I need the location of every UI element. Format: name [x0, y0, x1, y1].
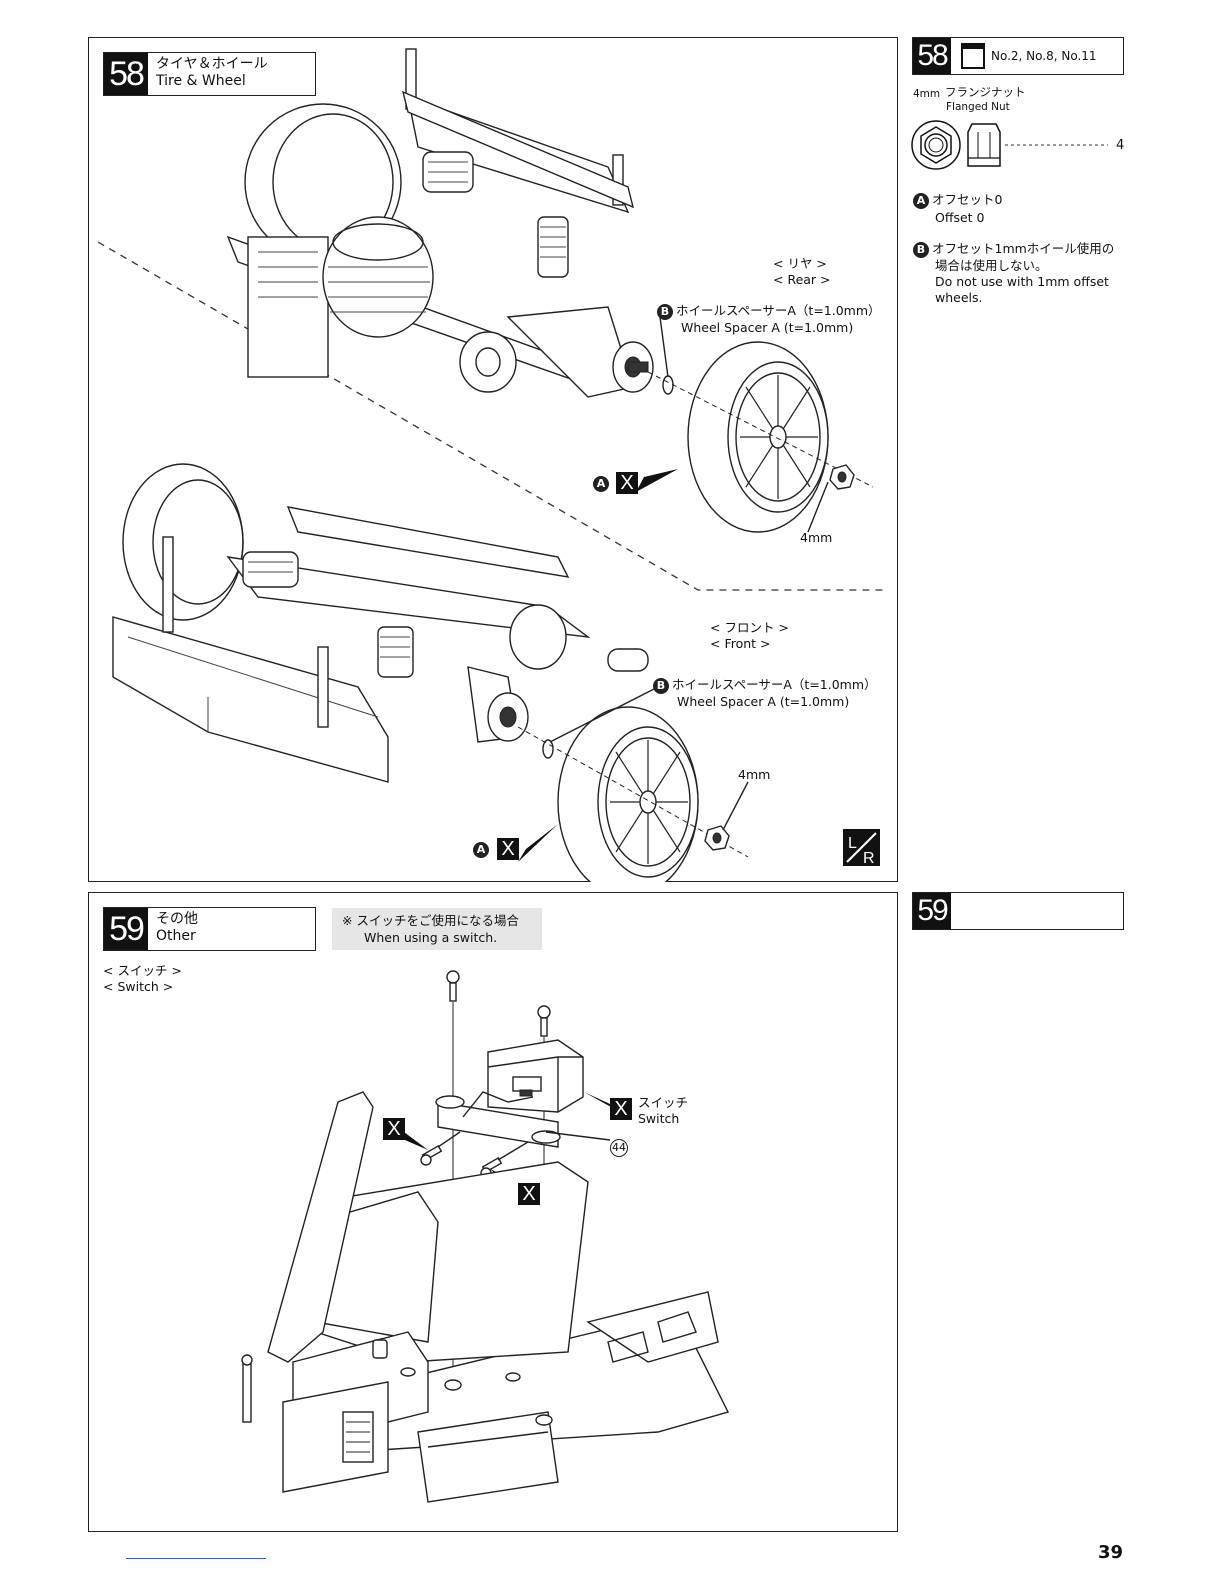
step59-number: 59 [104, 908, 148, 950]
flanged-nut-icon [911, 120, 1108, 170]
rear-spacer-en: Wheel Spacer A (t=1.0mm) [681, 320, 854, 335]
part-name-jp: フランジナット [945, 85, 1026, 99]
marker-b-icon: B [657, 303, 673, 320]
front-label-jp: < フロント > [710, 620, 789, 635]
switch-note-en: When using a switch. [364, 930, 498, 945]
step59-title-en: Other [156, 928, 196, 944]
parts58-header: 58 No.2, No.8, No.11 [912, 37, 1124, 75]
rear-label-jp: < リヤ > [773, 256, 827, 271]
switch-note-jp: ※ スイッチをご使用になる場合 [342, 913, 519, 928]
switch-section-jp: < スイッチ > [103, 963, 182, 978]
switch-label-jp: スイッチ [638, 1095, 689, 1110]
note-a-icon: A [913, 192, 929, 209]
front-spacer-en: Wheel Spacer A (t=1.0mm) [677, 694, 850, 709]
part-quantity: 4 [1116, 138, 1125, 153]
front-nut-size: 4mm [738, 767, 771, 782]
step59-header: 59 その他 Other [103, 907, 316, 951]
note-b-icon: B [913, 241, 929, 258]
step58-number: 58 [104, 53, 148, 95]
svg-text:R: R [863, 850, 875, 866]
switch-x-icon: X [610, 1098, 632, 1120]
step59-title-jp: その他 [156, 911, 198, 927]
note-b-en2: wheels. [935, 290, 983, 305]
step58-title-en: Tire & Wheel [156, 73, 246, 89]
parts58-bag-label: No.2, No.8, No.11 [991, 49, 1097, 63]
rear-marker-a-icon: A [593, 476, 609, 492]
footer-link-rule [126, 1558, 266, 1559]
step59-x-icon-2: X [518, 1183, 540, 1205]
rear-spacer-jp: ホイールスペーサーA（t=1.0mm） [676, 303, 881, 318]
part-ref-circle: 44 [610, 1139, 628, 1157]
left-right-icon: L R [843, 829, 880, 866]
rear-x-icon: X [616, 472, 638, 494]
part-size: 4mm [913, 88, 941, 100]
step58-header: 58 タイヤ＆ホイール Tire & Wheel [103, 52, 316, 96]
note-b-jp2: 場合は使用しない。 [935, 258, 1048, 273]
step58-illustration [97, 48, 888, 882]
part-name-en: Flanged Nut [946, 101, 1010, 113]
note-b-jp1: オフセット1mmホイール使用の [932, 241, 1115, 256]
page-number: 39 [1098, 1542, 1124, 1563]
switch-label-en: Switch [638, 1111, 680, 1126]
parts-bag-icon [961, 43, 985, 69]
parts59-number: 59 [913, 893, 951, 929]
step59-illustration [241, 970, 730, 1503]
svg-text:L: L [848, 835, 857, 852]
front-marker-a-icon: A [473, 842, 489, 858]
front-spacer-jp: ホイールスペーサーA（t=1.0mm） [672, 677, 877, 692]
parts59-header: 59 [912, 892, 1124, 930]
switch-section-en: < Switch > [103, 979, 174, 994]
rear-nut-size: 4mm [800, 530, 833, 545]
parts58-number: 58 [913, 38, 951, 74]
front-label-en: < Front > [710, 636, 771, 651]
step59-x-icon-1: X [383, 1118, 405, 1140]
front-x-icon: X [497, 838, 519, 860]
note-a-en: Offset 0 [935, 210, 985, 225]
rear-label-en: < Rear > [773, 272, 831, 287]
note-a-jp: オフセット0 [932, 192, 1003, 207]
note-b-en1: Do not use with 1mm offset [935, 274, 1109, 289]
switch-note: ※ スイッチをご使用になる場合 When using a switch. [332, 908, 542, 950]
step58-title-jp: タイヤ＆ホイール [156, 56, 268, 72]
part-ref-number: 44 [612, 1141, 626, 1154]
front-marker-b-icon: B [653, 677, 669, 694]
